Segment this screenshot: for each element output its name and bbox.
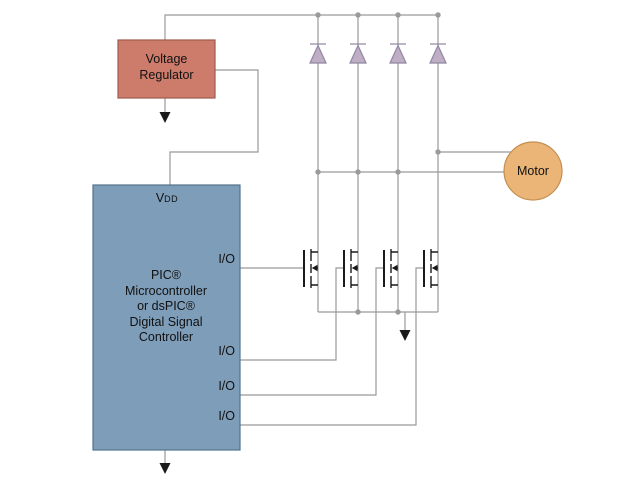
junction-dot [395,12,401,18]
source-down-arrow-icon [399,330,411,341]
io-pin-label-3: I/O [218,379,235,393]
io2-wire [240,267,344,361]
mcu-label-line3: or dsPIC® [137,299,195,313]
vplus-top-rail-wire [164,14,438,40]
regulator-down-arrow-icon [159,112,171,123]
io4-wire [240,267,424,426]
diode-icon [389,43,407,64]
mosfet-icon [423,249,438,288]
junction-dot [355,309,361,315]
mcu-label-line5: Controller [138,330,194,344]
junction-dot [395,169,401,175]
arrows [159,112,411,474]
mcu-label-line2: Microcontroller [125,283,207,298]
motor-label: Motor [517,164,549,178]
voltage-regulator-label: Voltage Regulator [118,52,215,83]
junction-dot [435,12,441,18]
junction-dot [355,169,361,175]
junction-dot [395,309,401,315]
junction-dot [315,12,321,18]
mcu-down-arrow-icon [159,463,171,474]
voltage-regulator-label-line1: Voltage [145,52,188,66]
diode-icon [429,43,447,64]
junction-dot [355,12,361,18]
junction-dots [315,12,441,315]
vdd-sub-text: DD [164,194,179,204]
vdd-v-text: V [155,191,165,205]
io-pin-label-4: I/O [218,409,235,423]
regulator-to-vdd-wire [169,69,259,185]
diode-icon [309,43,327,64]
mosfet-icon [303,249,318,288]
io3-wire [240,267,384,396]
voltage-regulator-label-line2: Regulator [139,67,194,82]
junction-dot [435,149,441,155]
mcu-label: PIC® Microcontroller or dsPIC® Digital S… [110,268,222,346]
mosfet-icon [383,249,398,288]
flyback-diodes [309,43,447,64]
voltage-regulator-box [117,39,216,99]
microcontroller-box [92,184,241,451]
mcu-label-line4: Digital Signal [129,314,203,329]
io-pin-label-2: I/O [218,344,235,358]
mosfets [303,249,438,288]
junction-dot [315,169,321,175]
mcu-label-line1: PIC® [150,268,182,282]
wires [164,14,511,463]
diode-icon [349,43,367,64]
vdd-pin-label: VDD [137,191,197,205]
motor-circle [503,141,563,201]
mosfet-icon [343,249,358,288]
io-pin-label-1: I/O [218,252,235,266]
